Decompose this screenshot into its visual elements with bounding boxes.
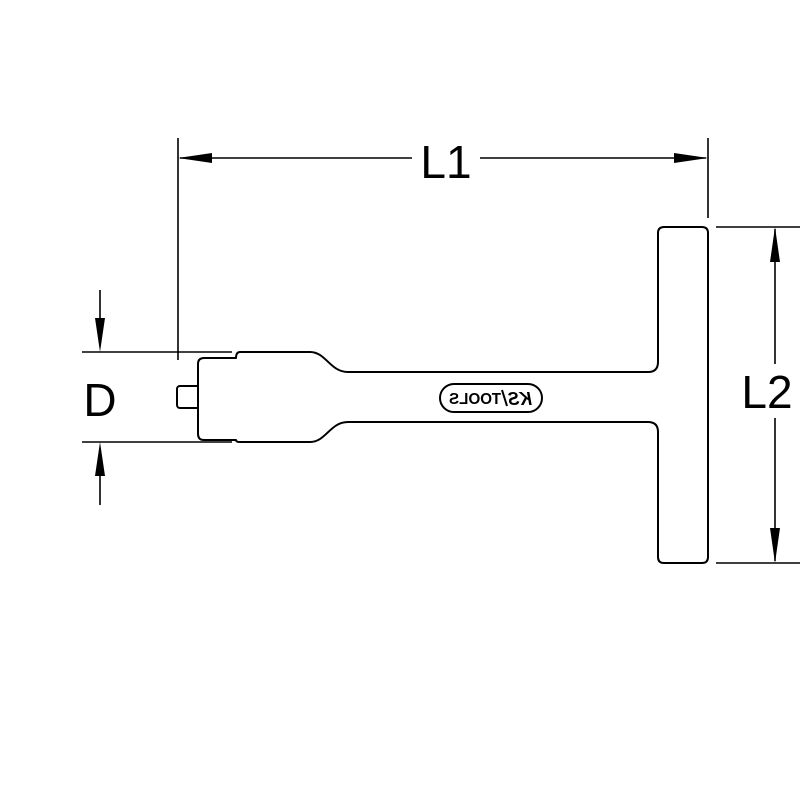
d-arrowhead-bottom: [95, 442, 105, 476]
l2-dimension: L2: [716, 226, 800, 564]
logo-pill-outline: [439, 383, 543, 413]
d-label: D: [83, 374, 116, 426]
l2-arrowhead-top: [770, 227, 780, 262]
drive-pin: [176, 385, 201, 409]
l1-dimension: L1: [177, 136, 709, 360]
l1-label: L1: [420, 136, 471, 188]
l2-arrowhead-bottom: [770, 528, 780, 563]
logo-ks-text: KS: [508, 389, 532, 409]
l1-arrowhead-right: [674, 153, 708, 163]
l2-label: L2: [741, 366, 792, 418]
logo-tools-text: TOOLS: [449, 391, 501, 408]
l1-arrowhead-left: [178, 153, 212, 163]
d-arrowhead-top: [95, 318, 105, 352]
logo-slash: [501, 389, 508, 407]
tool-body: KS TOOLS: [176, 226, 709, 564]
ks-tools-logo: KS TOOLS: [439, 383, 543, 413]
d-dimension: D: [82, 290, 232, 505]
